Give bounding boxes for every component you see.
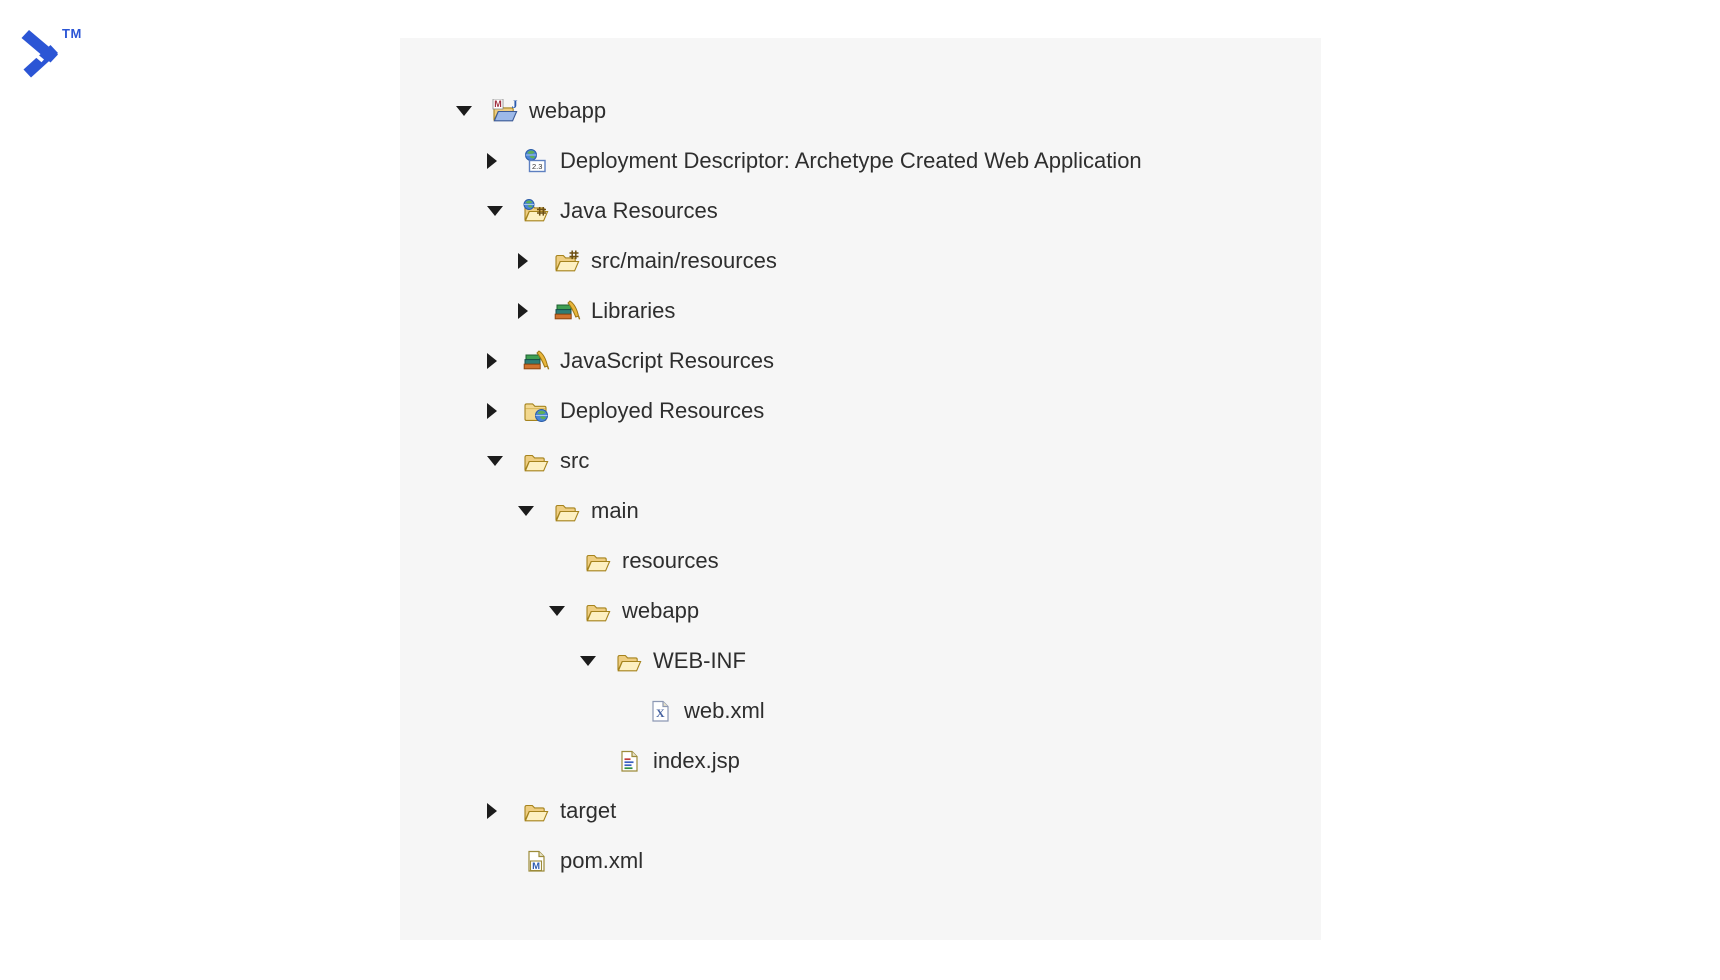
expand-arrow-icon[interactable]	[518, 303, 528, 319]
java-resources-icon	[523, 198, 550, 224]
tree-item-label: resources	[622, 548, 719, 573]
expand-arrow-icon[interactable]	[487, 153, 497, 169]
tree-item-libraries[interactable]: Libraries	[400, 286, 1321, 336]
pom-file-icon: M	[523, 848, 550, 874]
tree-item-label: target	[560, 798, 617, 823]
source-package-folder-icon	[554, 248, 581, 274]
arrow-slot	[487, 206, 523, 216]
tree-item-main[interactable]: main	[400, 486, 1321, 536]
trademark-label: TM	[62, 26, 82, 41]
tree-item-src-main-resources[interactable]: src/main/resources	[400, 236, 1321, 286]
open-folder-icon	[585, 548, 612, 574]
jsp-file-icon	[616, 748, 643, 774]
expand-arrow-icon[interactable]	[518, 253, 528, 269]
tree-item-deployed-resources[interactable]: Deployed Resources	[400, 386, 1321, 436]
deployed-folder-icon	[523, 398, 550, 424]
arrow-slot	[487, 456, 523, 466]
tree-item-label: Deployed Resources	[560, 398, 765, 423]
arrow-slot	[456, 106, 492, 116]
open-folder-icon	[523, 798, 550, 824]
collapse-arrow-icon[interactable]	[580, 656, 596, 666]
libraries-icon	[523, 348, 550, 374]
collapse-arrow-icon[interactable]	[487, 456, 503, 466]
open-folder-icon	[554, 498, 581, 524]
svg-text:M: M	[494, 99, 502, 109]
arrow-slot	[487, 403, 523, 419]
svg-text:J: J	[512, 99, 518, 111]
svg-text:M: M	[532, 861, 540, 872]
tree-item-label: pom.xml	[560, 848, 644, 873]
arrow-slot	[487, 153, 523, 169]
arrow-slot	[487, 353, 523, 369]
tree-item-label: src/main/resources	[591, 248, 777, 273]
tree-item-label: Java Resources	[560, 198, 718, 223]
xml-file-icon: X	[647, 698, 674, 724]
tree-item-label: index.jsp	[653, 748, 740, 773]
libraries-icon	[554, 298, 581, 324]
deployment-descriptor-icon: 2.3	[523, 148, 550, 174]
collapse-arrow-icon[interactable]	[518, 506, 534, 516]
tree-item-deployment-descriptor-archetype-created-web-application[interactable]: 2.3 Deployment Descriptor: Archetype Crea…	[400, 136, 1321, 186]
arrow-slot	[518, 303, 554, 319]
tree-item-javascript-resources[interactable]: JavaScript Resources	[400, 336, 1321, 386]
tree-item-label: web.xml	[684, 698, 765, 723]
arrow-slot	[518, 253, 554, 269]
tree-item-index-jsp[interactable]: index.jsp	[400, 736, 1321, 786]
tree-item-target[interactable]: target	[400, 786, 1321, 836]
tree-item-resources[interactable]: resources	[400, 536, 1321, 586]
open-folder-icon	[585, 598, 612, 624]
toptal-arrow-logo-icon	[20, 30, 60, 78]
expand-arrow-icon[interactable]	[487, 353, 497, 369]
tree-item-label: Deployment Descriptor: Archetype Created…	[560, 148, 1142, 173]
arrow-slot	[549, 606, 585, 616]
tree-item-label: Libraries	[591, 298, 676, 323]
collapse-arrow-icon[interactable]	[487, 206, 503, 216]
arrow-slot	[580, 656, 616, 666]
tree-item-label: WEB-INF	[653, 648, 746, 673]
svg-text:X: X	[656, 706, 665, 720]
tree-item-webapp[interactable]: webapp	[400, 586, 1321, 636]
tree-item-web-inf[interactable]: WEB-INF	[400, 636, 1321, 686]
tree-item-label: webapp	[622, 598, 700, 623]
open-folder-icon	[523, 448, 550, 474]
tree-item-java-resources[interactable]: Java Resources	[400, 186, 1321, 236]
collapse-arrow-icon[interactable]	[456, 106, 472, 116]
arrow-slot	[518, 506, 554, 516]
tree-item-label: main	[591, 498, 639, 523]
svg-text:2.3: 2.3	[532, 162, 542, 171]
expand-arrow-icon[interactable]	[487, 803, 497, 819]
tree-item-src[interactable]: src	[400, 436, 1321, 486]
tree-item-label: src	[560, 448, 590, 473]
tree-item-label: webapp	[529, 98, 607, 123]
arrow-slot	[487, 803, 523, 819]
open-folder-icon	[616, 648, 643, 674]
brand-logo: TM	[20, 26, 92, 82]
collapse-arrow-icon[interactable]	[549, 606, 565, 616]
tree-item-label: JavaScript Resources	[560, 348, 774, 373]
expand-arrow-icon[interactable]	[487, 403, 497, 419]
